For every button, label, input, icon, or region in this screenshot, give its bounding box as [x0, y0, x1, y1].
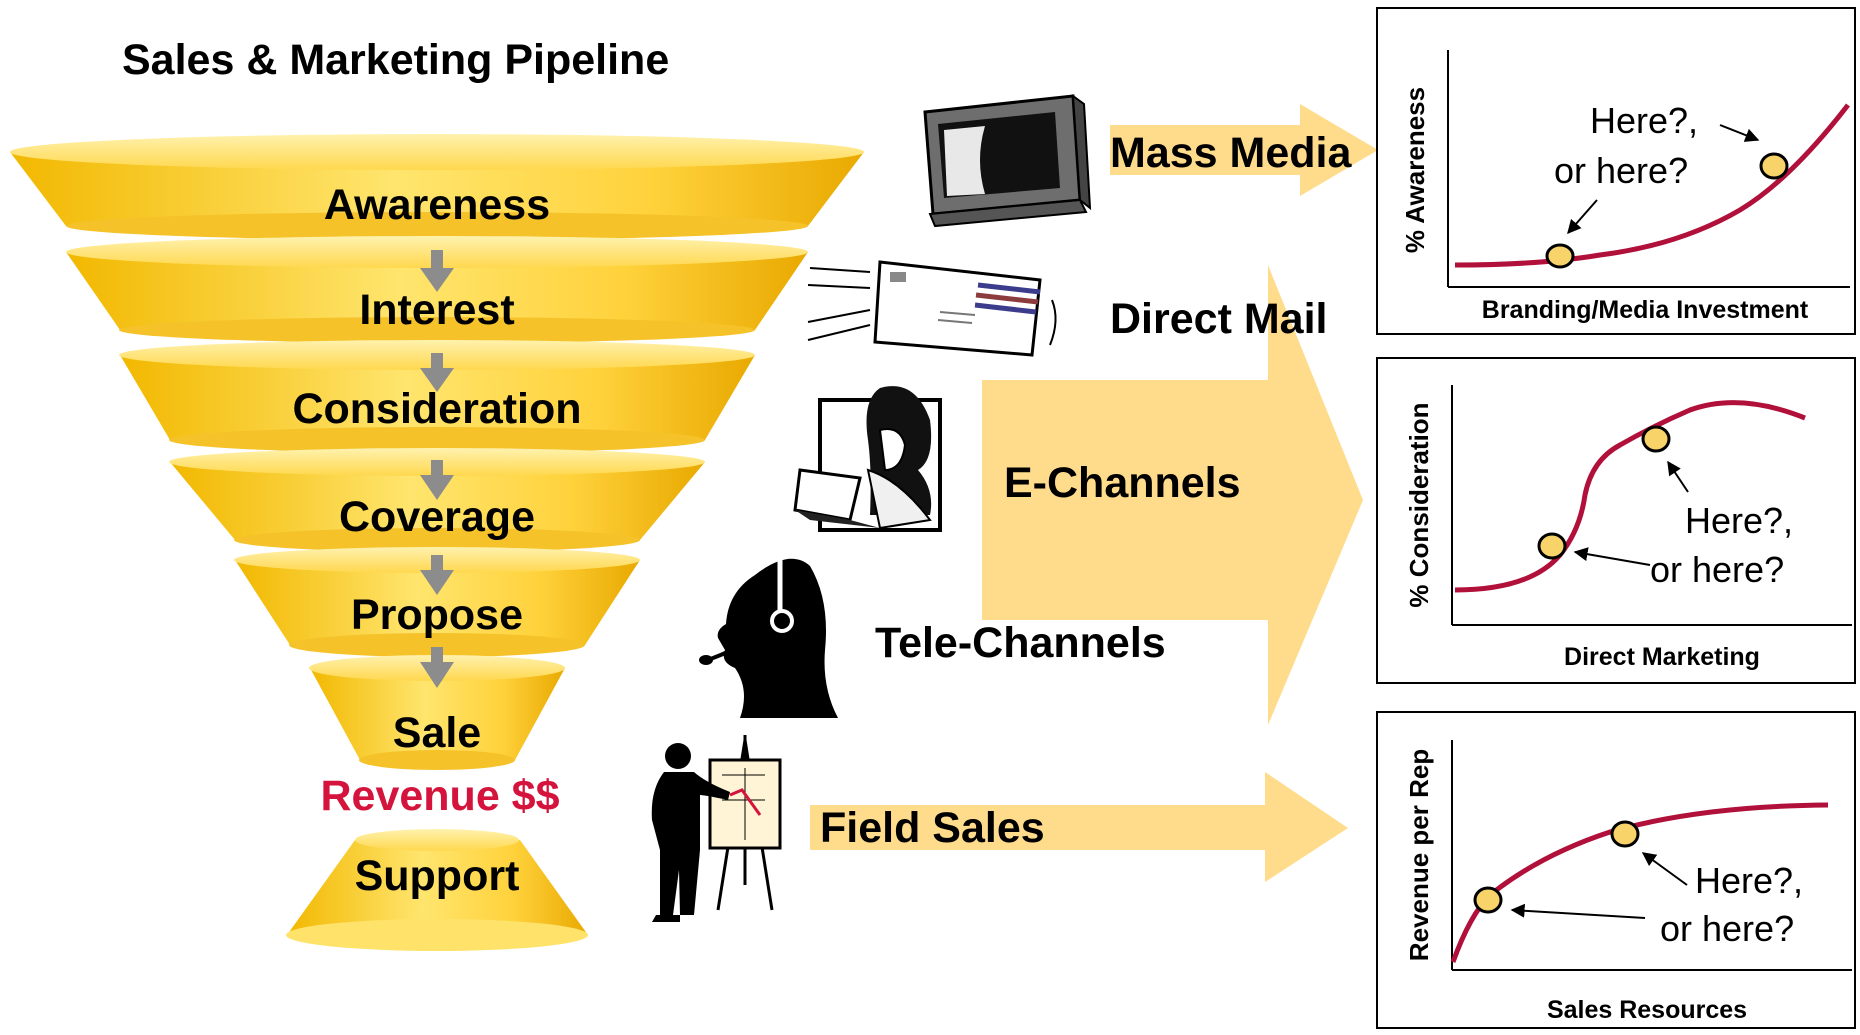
stage-label-consideration: Consideration [292, 385, 581, 433]
connector-arrow-5 [420, 647, 454, 688]
stage-label-awareness: Awareness [324, 181, 550, 229]
y-axis-label: Revenue per Rep [1404, 749, 1434, 961]
connector-arrow-4 [420, 555, 454, 595]
annotation-line1: Here?, [1590, 100, 1698, 141]
marker-low [1537, 532, 1567, 560]
channel-label-tele-channels: Tele-Channels [875, 619, 1166, 667]
chart-frame [1376, 711, 1856, 1029]
annotation-line2: or here? [1650, 549, 1784, 590]
funnel-stage-sale: Sale [309, 655, 565, 770]
response-curve [1454, 400, 1806, 593]
annotation-arrow-high [1719, 124, 1760, 142]
response-curve [1450, 802, 1829, 963]
sales-funnel: Awareness Interest Consideration Coverag… [10, 134, 864, 951]
annotation-line1: Here?, [1695, 860, 1803, 901]
marker-low [1473, 886, 1503, 914]
channel-label-e-channels: E-Channels [1004, 459, 1241, 507]
y-axis-label: % Awareness [1400, 87, 1430, 253]
connector-arrow-3 [420, 460, 454, 500]
annotation-line2: or here? [1554, 150, 1688, 191]
field-sales-arrow [810, 772, 1348, 882]
stage-label-support: Support [355, 852, 520, 900]
marker-high [1610, 820, 1640, 848]
marker-high [1759, 152, 1789, 180]
chart-revenue-panel: Revenue per Rep Sales Resources Here?, o… [1376, 711, 1856, 1029]
stage-label-propose: Propose [351, 591, 523, 639]
annotation-line1: Here?, [1685, 500, 1793, 541]
chart-awareness-panel: % Awareness Branding/Media Investment He… [1376, 7, 1856, 335]
marker-high [1641, 425, 1671, 453]
headset-operator-icon [699, 555, 838, 718]
marker-low [1545, 243, 1575, 269]
presenter-easel-icon [651, 735, 782, 922]
channel-arrows [810, 104, 1378, 882]
television-icon [923, 93, 1092, 228]
connector-arrow-1 [420, 250, 454, 292]
annotation-line2: or here? [1660, 908, 1794, 949]
envelope-icon [807, 260, 1057, 357]
annotation-arrow-high [1641, 852, 1688, 886]
stage-label-interest: Interest [359, 286, 514, 334]
y-axis-label: % Consideration [1404, 402, 1434, 607]
annotation-arrow-low [1510, 903, 1646, 919]
mass-media-arrow [1110, 104, 1378, 196]
x-axis-label: Sales Resources [1547, 996, 1747, 1024]
channel-label-direct-mail: Direct Mail [1110, 295, 1327, 343]
response-curve [1454, 103, 1850, 268]
annotation-arrow-high [1667, 460, 1689, 493]
x-axis-label: Direct Marketing [1564, 643, 1760, 671]
funnel-stage-consideration: Consideration [119, 340, 755, 453]
funnel-stage-coverage: Coverage [169, 448, 705, 552]
channel-label-field-sales: Field Sales [820, 804, 1045, 852]
x-axis-label: Branding/Media Investment [1482, 296, 1809, 324]
funnel-stage-propose: Propose [234, 547, 640, 657]
annotation-arrow-low [1573, 547, 1651, 566]
combined-channels-arrow [982, 265, 1363, 725]
stage-label-coverage: Coverage [339, 493, 535, 541]
connector-arrow-2 [420, 353, 454, 392]
chart-frame [1376, 357, 1856, 684]
channel-label-mass-media: Mass Media [1110, 129, 1352, 177]
funnel-stage-support: Support [286, 829, 588, 951]
diagram-title: Sales & Marketing Pipeline [122, 36, 669, 84]
chart-consideration-panel: % Consideration Direct Marketing Here?, … [1376, 357, 1856, 684]
stage-connectors [420, 250, 454, 688]
laptop-user-icon [793, 386, 942, 532]
revenue-label: Revenue $$ [320, 772, 559, 820]
annotation-arrow-low [1567, 199, 1598, 235]
funnel-stage-awareness: Awareness [10, 134, 864, 240]
stage-label-sale: Sale [393, 709, 481, 757]
